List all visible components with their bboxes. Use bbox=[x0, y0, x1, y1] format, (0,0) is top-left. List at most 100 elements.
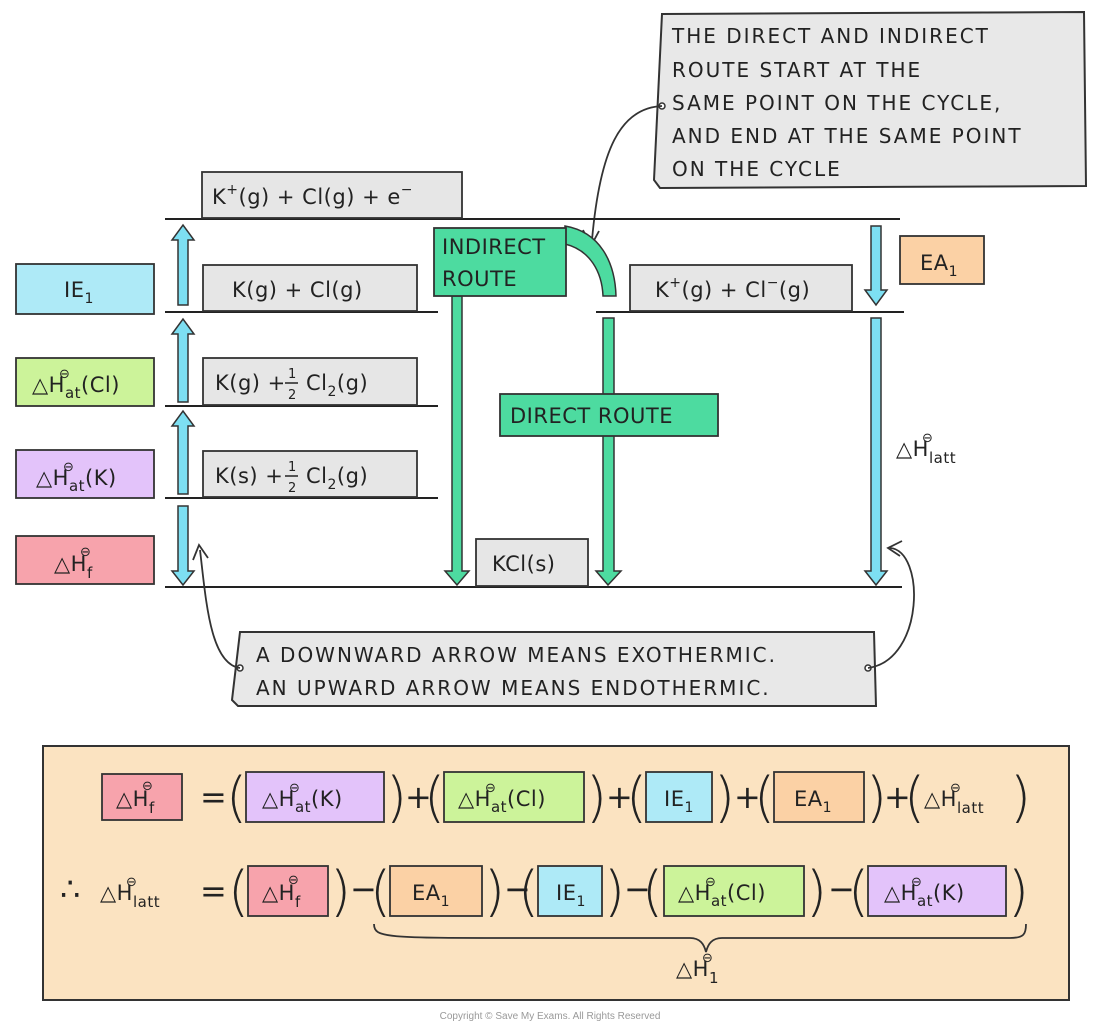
label-dh-f-main: △H bbox=[54, 552, 87, 576]
eq1-ie1-main: IE bbox=[664, 787, 684, 811]
eq2-dh-at-cl-standard: ⊖ bbox=[705, 875, 716, 890]
eq1-plus-4: + bbox=[884, 778, 911, 816]
note-top: THE DIRECT AND INDIRECT ROUTE START AT T… bbox=[582, 10, 1088, 248]
eq1-dh-at-k-paren: (K) bbox=[311, 787, 343, 811]
eq1-dh-at-cl-standard: ⊖ bbox=[485, 781, 496, 796]
note-top-line-3: SAME POINT ON THE CYCLE, bbox=[672, 91, 1002, 115]
svg-text:): ) bbox=[1008, 860, 1029, 923]
eq2-dh-latt-sub: latt bbox=[133, 893, 160, 911]
label-dh-latt-standard: ⊖ bbox=[922, 431, 933, 446]
note-bottom-left-head bbox=[192, 543, 209, 561]
level-3-frac-den: 2 bbox=[288, 388, 296, 403]
eq1-ea1-sub: 1 bbox=[823, 800, 832, 816]
eq1-dh-at-k-sub: at bbox=[295, 798, 311, 816]
svg-text:(: ( bbox=[626, 766, 647, 829]
level-4-box: K(s) + 1 2 Cl2(g) bbox=[202, 450, 418, 498]
direct-route: DIRECT ROUTE bbox=[499, 317, 719, 587]
note-top-box bbox=[652, 10, 1088, 190]
eq2-ea1-box bbox=[389, 865, 483, 917]
arrow-at-k-up bbox=[170, 409, 196, 495]
eq1-dh-at-cl-sub: at bbox=[491, 798, 507, 816]
svg-text:(: ( bbox=[518, 860, 539, 923]
level-top-rest: (g) + Cl(g) + e bbox=[239, 185, 401, 209]
arrow-lattice-down bbox=[863, 317, 889, 587]
eq1-ie1-sub: 1 bbox=[684, 800, 693, 816]
label-dh-f: △Hf ⊖ bbox=[15, 535, 155, 585]
svg-text:K(s) +: K(s) + bbox=[215, 464, 283, 488]
eq1-dh-at-cl-box bbox=[443, 771, 585, 823]
level-ion-b: (g) + Cl bbox=[682, 278, 767, 302]
eq1-dh-at-k-box bbox=[245, 771, 385, 823]
eq2-dh-at-k-box bbox=[867, 865, 1007, 917]
eq2-dh-at-cl-main: △H bbox=[678, 881, 711, 905]
copyright-text: Copyright © Save My Exams. All Rights Re… bbox=[440, 1011, 661, 1022]
svg-text:△Hat(K): △Hat(K) bbox=[36, 466, 117, 495]
level-3-frac-num: 1 bbox=[288, 367, 296, 382]
svg-text:IE1: IE1 bbox=[664, 787, 694, 816]
eq2-ie1-box bbox=[537, 865, 603, 917]
svg-text:K(g) +: K(g) + bbox=[215, 371, 286, 395]
level-bottom-text: KCl(s) bbox=[492, 552, 555, 576]
label-dh-f-standard: ⊖ bbox=[80, 545, 91, 560]
svg-text:Cl2(g): Cl2(g) bbox=[306, 371, 368, 400]
level-2-text: K(g) + Cl(g) bbox=[232, 278, 363, 302]
level-top-tail: − bbox=[401, 182, 413, 198]
label-dh-f-sub: f bbox=[87, 564, 93, 582]
eq1-ea1-main: EA bbox=[794, 787, 823, 811]
svg-text:IE1: IE1 bbox=[556, 881, 586, 910]
eq2-therefore: ∴ bbox=[60, 870, 80, 908]
eq2-dh-at-k-paren: (K) bbox=[933, 881, 965, 905]
svg-text:K+(g) + Cl−(g): K+(g) + Cl−(g) bbox=[655, 275, 810, 302]
svg-text:EA1: EA1 bbox=[794, 787, 832, 816]
indirect-route-box bbox=[433, 227, 567, 297]
eq2-dh1-standard: ⊖ bbox=[702, 951, 713, 966]
svg-text:△Hf: △Hf bbox=[54, 552, 93, 582]
svg-text:(: ( bbox=[904, 766, 925, 829]
label-dh-at-k: △Hat(K) ⊖ bbox=[15, 449, 155, 499]
eq1-dh-at-k-main: △H bbox=[262, 787, 295, 811]
eq2-ie1-main: IE bbox=[556, 881, 576, 905]
level-2-box: K(g) + Cl(g) bbox=[202, 264, 418, 312]
level-ion-sup1: + bbox=[669, 275, 681, 291]
label-dh-at-k-main: △H bbox=[36, 466, 69, 490]
eq2-equals: = bbox=[200, 872, 227, 910]
label-dh-at-cl-main: △H bbox=[32, 373, 65, 397]
level-4-frac-den: 2 bbox=[288, 481, 296, 496]
indirect-route-line-1: INDIRECT bbox=[442, 235, 546, 259]
level-ion-c: (g) bbox=[779, 278, 810, 302]
eq2-minus-2: − bbox=[504, 870, 531, 908]
svg-text:IE1: IE1 bbox=[64, 278, 94, 307]
svg-text:(: ( bbox=[848, 860, 869, 923]
note-top-pointer-line bbox=[591, 105, 663, 241]
label-ea1: EA1 bbox=[899, 235, 985, 285]
svg-text:△Hlatt: △Hlatt bbox=[896, 437, 956, 467]
label-dh-at-cl-paren: (Cl) bbox=[81, 373, 120, 397]
svg-text:Cl2(g): Cl2(g) bbox=[306, 464, 368, 493]
label-ea1-sub: 1 bbox=[949, 264, 958, 280]
svg-text:K+(g) + Cl(g) + e−: K+(g) + Cl(g) + e− bbox=[212, 182, 413, 209]
eq1-ie1-box bbox=[645, 771, 713, 823]
label-dh-latt: △Hlatt ⊖ bbox=[896, 431, 956, 467]
note-bottom-line-2: AN UPWARD ARROW MEANS ENDOTHERMIC. bbox=[256, 676, 771, 700]
direct-route-arrow bbox=[594, 317, 623, 587]
eq2-dh-at-cl-paren: (Cl) bbox=[727, 881, 766, 905]
arrow-ie1-up bbox=[170, 223, 196, 306]
svg-text:(: ( bbox=[370, 860, 391, 923]
note-top-line-1: THE DIRECT AND INDIRECT bbox=[671, 24, 990, 48]
eq1-dh-f-standard: ⊖ bbox=[142, 779, 153, 794]
eq1-dh-at-cl-main: △H bbox=[458, 787, 491, 811]
eq2-dh1-main: △H bbox=[676, 957, 709, 981]
eq1-dh-latt-sub: latt bbox=[957, 799, 984, 817]
eq1-ea1-box bbox=[773, 771, 865, 823]
eq2-dh-at-cl-box bbox=[663, 865, 805, 917]
label-dh-at-cl-standard: ⊖ bbox=[59, 367, 70, 382]
svg-text:(: ( bbox=[424, 766, 445, 829]
svg-text:): ) bbox=[386, 766, 407, 829]
svg-text:): ) bbox=[806, 860, 827, 923]
label-ie1-main: IE bbox=[64, 278, 84, 302]
svg-text:(: ( bbox=[642, 860, 663, 923]
level-3-box: K(g) + 1 2 Cl2(g) bbox=[202, 357, 418, 406]
eq2-dh-f-box bbox=[247, 865, 329, 917]
svg-text:△Hat(Cl): △Hat(Cl) bbox=[678, 881, 766, 910]
